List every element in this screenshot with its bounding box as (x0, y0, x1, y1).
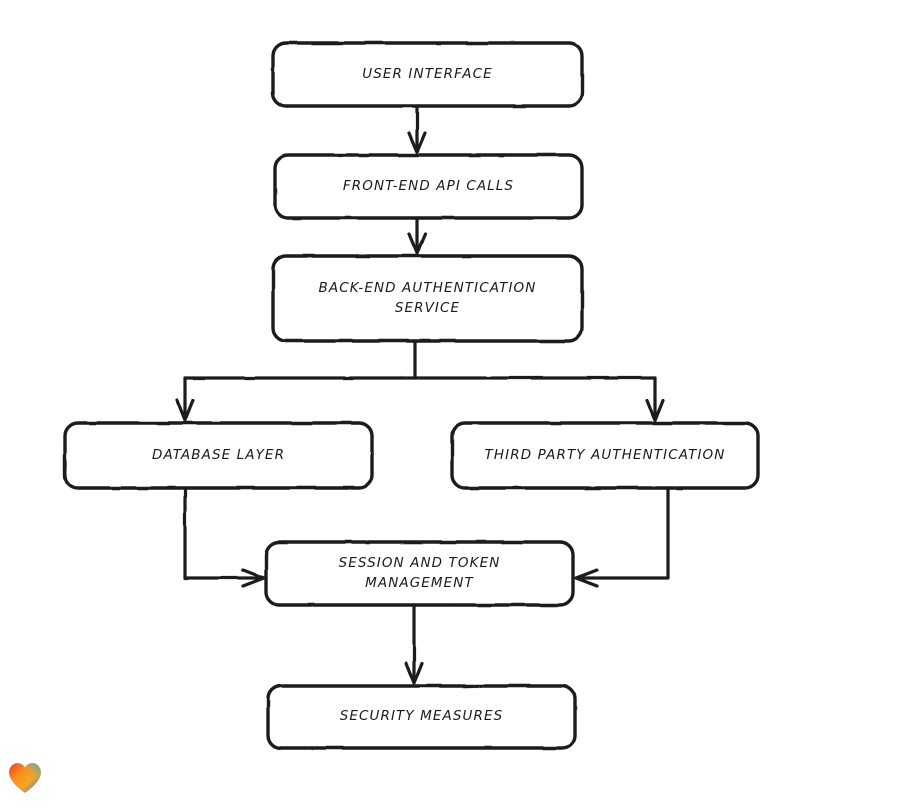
node-box-frontend-api-calls[interactable] (273, 153, 584, 220)
edge-backend-to-thirdparty (645, 376, 665, 422)
edge-ui-to-frontend (407, 104, 427, 154)
node-box-third-party-auth[interactable] (450, 421, 760, 490)
node-box-backend-auth-service[interactable] (271, 254, 584, 343)
node-box-user-interface[interactable] (271, 41, 584, 108)
node-box-session-token-mgmt[interactable] (264, 540, 575, 607)
node-box-database-layer[interactable] (63, 421, 374, 490)
edge-thirdparty-to-session (574, 486, 670, 588)
edge-session-to-security (404, 603, 424, 685)
edge-database-to-session (183, 486, 266, 588)
heart-icon (9, 763, 41, 793)
edge-backend-fork-trunk (183, 339, 657, 380)
edge-backend-to-database (175, 376, 195, 422)
node-box-security-measures[interactable] (266, 684, 577, 750)
edge-frontend-to-backend (407, 216, 427, 255)
